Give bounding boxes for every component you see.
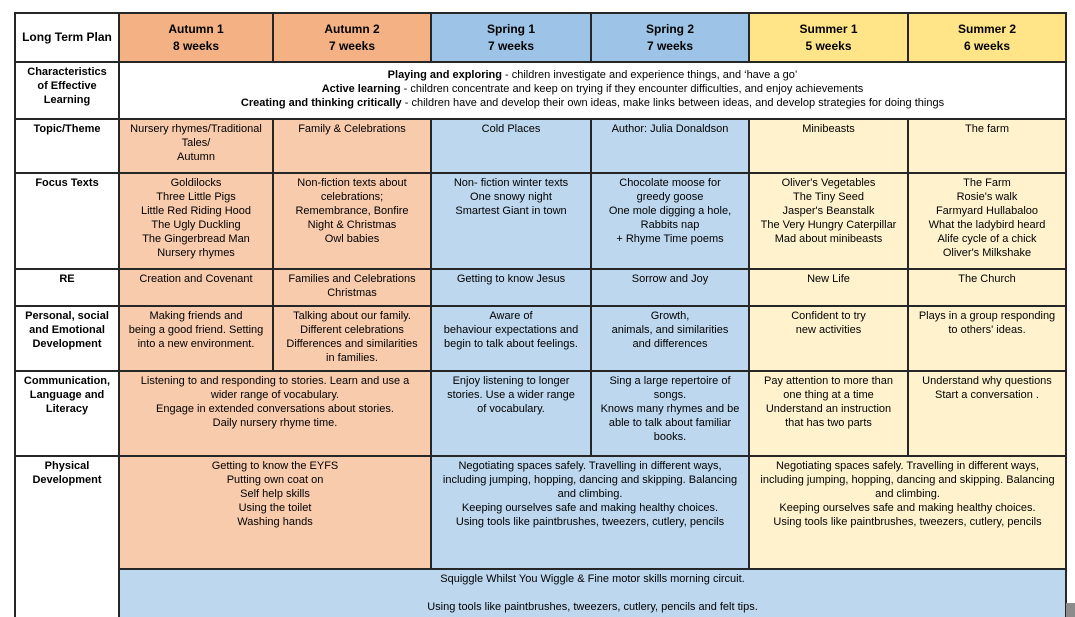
topic-theme-row: Topic/Theme Nursery rhymes/Traditional T…	[14, 118, 1067, 174]
psed-autumn-2: Talking about our family. Different cele…	[272, 305, 432, 372]
topic-autumn-1: Nursery rhymes/Traditional Tales/ Autumn	[118, 118, 274, 174]
topic-summer-2: The farm	[907, 118, 1067, 174]
characteristics-cell: Playing and exploring - children investi…	[118, 61, 1067, 120]
characteristic-line: Creating and thinking critically - child…	[240, 96, 945, 109]
cll-spring-1: Enjoy listening to longer stories. Use a…	[430, 370, 592, 457]
psed-summer-1: Confident to try new activities	[748, 305, 909, 372]
topic-spring-2: Author: Julia Donaldson	[590, 118, 750, 174]
focus-summer-1: Oliver's Vegetables The Tiny Seed Jasper…	[748, 172, 909, 270]
row-label-psed: Personal, social and Emotional Developme…	[14, 305, 120, 372]
term-header-spring-2: Spring 2 7 weeks	[590, 12, 750, 63]
row-label-re: RE	[14, 268, 120, 307]
long-term-plan-table: Long Term Plan Autumn 1 8 weeks Autumn 2…	[14, 12, 1067, 617]
focus-autumn-1: Goldilocks Three Little Pigs Little Red …	[118, 172, 274, 270]
psed-row: Personal, social and Emotional Developme…	[14, 305, 1067, 372]
term-name: Autumn 1	[168, 21, 224, 36]
re-spring-1: Getting to know Jesus	[430, 268, 592, 307]
topic-summer-1: Minibeasts	[748, 118, 909, 174]
term-weeks: 7 weeks	[328, 38, 376, 53]
row-label-focus-texts: Focus Texts	[14, 172, 120, 270]
psed-summer-2: Plays in a group responding to others' i…	[907, 305, 1067, 372]
characteristic-line: Playing and exploring - children investi…	[387, 69, 798, 81]
cll-spring-2: Sing a large repertoire of songs. Knows …	[590, 370, 750, 457]
re-summer-2: The Church	[907, 268, 1067, 307]
term-weeks: 5 weeks	[805, 38, 852, 53]
physical-development-row: Physical Development Getting to know the…	[14, 455, 1067, 617]
psed-spring-2: Growth, animals, and similarities and di…	[590, 305, 750, 372]
focus-texts-row: Focus Texts Goldilocks Three Little Pigs…	[14, 172, 1067, 270]
row-label-cll: Communication, Language and Literacy	[14, 370, 120, 457]
cll-summer-1: Pay attention to more than one thing at …	[748, 370, 909, 457]
fine-motor-row: Squiggle Whilst You Wiggle & Fine motor …	[15, 568, 1067, 617]
characteristics-row: Characteristics of Effective Learning Pl…	[14, 61, 1067, 120]
re-autumn-2: Families and Celebrations Christmas	[272, 268, 432, 307]
term-header-autumn-2: Autumn 2 7 weeks	[272, 12, 432, 63]
row-label-physical-development: Physical Development	[14, 455, 120, 617]
re-row: RE Creation and Covenant Families and Ce…	[14, 268, 1067, 307]
term-header-summer-2: Summer 2 6 weeks	[907, 12, 1067, 63]
cll-autumn: Listening to and responding to stories. …	[118, 370, 432, 457]
psed-autumn-1: Making friends and being a good friend. …	[118, 305, 274, 372]
term-weeks: 7 weeks	[487, 38, 535, 53]
term-weeks: 8 weeks	[172, 38, 220, 53]
row-label-topic-theme: Topic/Theme	[14, 118, 120, 174]
page-title: Long Term Plan	[14, 12, 120, 63]
term-name: Autumn 2	[324, 21, 380, 36]
cll-row: Communication, Language and Literacy Lis…	[14, 370, 1067, 457]
re-summer-1: New Life	[748, 268, 909, 307]
focus-spring-1: Non- fiction winter texts One snowy nigh…	[430, 172, 592, 270]
term-name: Spring 2	[645, 21, 694, 36]
app-background-corner	[1066, 603, 1075, 617]
fine-motor-cell: Squiggle Whilst You Wiggle & Fine motor …	[118, 568, 1067, 617]
focus-autumn-2: Non-fiction texts about celebrations; Re…	[272, 172, 432, 270]
topic-autumn-2: Family & Celebrations	[272, 118, 432, 174]
re-autumn-1: Creation and Covenant	[118, 268, 274, 307]
physical-autumn: Getting to know the EYFS Putting own coa…	[118, 455, 432, 570]
physical-summer: Negotiating spaces safely. Travelling in…	[748, 455, 1067, 570]
row-label-characteristics: Characteristics of Effective Learning	[14, 61, 120, 120]
term-header-spring-1: Spring 1 7 weeks	[430, 12, 592, 63]
cll-summer-2: Understand why questions Start a convers…	[907, 370, 1067, 457]
characteristic-line: Active learning - children concentrate a…	[321, 82, 864, 95]
focus-summer-2: The Farm Rosie's walk Farmyard Hullabalo…	[907, 172, 1067, 270]
header-row: Long Term Plan Autumn 1 8 weeks Autumn 2…	[14, 12, 1067, 63]
topic-spring-1: Cold Places	[430, 118, 592, 174]
re-spring-2: Sorrow and Joy	[590, 268, 750, 307]
term-name: Summer 1	[799, 21, 858, 36]
term-name: Summer 2	[957, 21, 1017, 36]
term-weeks: 7 weeks	[646, 38, 694, 53]
psed-spring-1: Aware of behaviour expectations and begi…	[430, 305, 592, 372]
term-weeks: 6 weeks	[963, 38, 1011, 53]
term-name: Spring 1	[486, 21, 535, 36]
physical-spring: Negotiating spaces safely. Travelling in…	[430, 455, 750, 570]
focus-spring-2: Chocolate moose for greedy goose One mol…	[590, 172, 750, 270]
term-header-summer-1: Summer 1 5 weeks	[748, 12, 909, 63]
term-header-autumn-1: Autumn 1 8 weeks	[118, 12, 274, 63]
